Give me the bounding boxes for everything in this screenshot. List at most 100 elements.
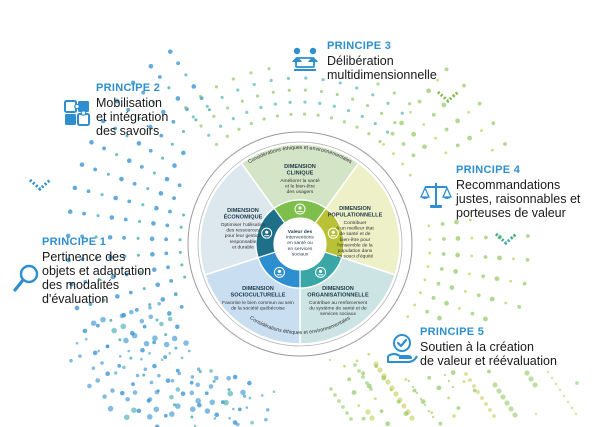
center-line: Valeur des — [288, 229, 313, 235]
decor-dot — [125, 134, 129, 138]
segment-desc: Contribue au renforcement — [309, 300, 368, 306]
hand-check-icon — [387, 334, 418, 363]
decor-dot — [401, 403, 407, 409]
decor-dot — [154, 389, 160, 395]
segment-desc: et durable — [232, 244, 254, 250]
decor-dot — [148, 63, 154, 69]
decor-dot — [148, 314, 154, 320]
decor-dot — [170, 142, 174, 146]
decor-dot — [129, 356, 133, 360]
segment-title: ORGANISATIONNELLE — [307, 292, 369, 298]
decor-dot — [198, 370, 202, 374]
decor-dot — [509, 279, 513, 283]
decor-dot — [108, 254, 113, 260]
decor-dot — [532, 382, 538, 388]
decor-dot — [423, 403, 427, 407]
decor-dot — [110, 274, 116, 280]
decor-dot — [87, 383, 92, 389]
decor-dot — [154, 205, 159, 211]
decor-dot — [393, 391, 399, 397]
decor-dot — [456, 406, 461, 410]
center-line: interventions — [286, 235, 314, 241]
decor-dot — [438, 421, 443, 426]
decor-dot — [195, 382, 201, 388]
decor-dot — [169, 394, 174, 400]
decor-dot — [464, 372, 468, 376]
decor-dot — [141, 90, 146, 95]
decor-dot — [351, 97, 355, 101]
decor-dot — [504, 400, 510, 406]
decor-dot — [377, 367, 383, 373]
decor-dot — [127, 349, 130, 353]
decor-dot — [260, 394, 264, 397]
principle-4-line: porteuses de valeur — [456, 206, 566, 220]
decor-dot — [468, 218, 472, 222]
decor-dot — [303, 88, 307, 92]
decor-dot — [209, 369, 213, 373]
decor-dot — [175, 387, 181, 392]
decor-dot — [151, 221, 156, 226]
decor-dot — [199, 124, 203, 128]
segment-title: ÉCONOMIQUE — [224, 212, 263, 220]
decor-dot — [286, 76, 291, 81]
decor-dot — [167, 316, 173, 322]
decor-dot — [367, 132, 371, 136]
decor-dot — [142, 324, 147, 329]
decor-dot — [89, 139, 94, 145]
decor-dot — [172, 196, 176, 201]
decor-dot — [369, 387, 373, 391]
chevron-decor — [28, 178, 52, 192]
decor-dot — [123, 337, 129, 344]
principle-4: PRINCIPE 4 Recommandations justes, raiso… — [456, 164, 580, 220]
decor-dot — [361, 375, 365, 379]
decor-dot — [102, 146, 106, 151]
decor-dot — [318, 101, 322, 105]
decor-dot — [273, 102, 277, 106]
decor-dot — [455, 236, 461, 241]
decor-dot — [525, 258, 530, 262]
decor-dot — [455, 252, 461, 258]
decor-dot — [109, 318, 113, 322]
decor-dot — [69, 281, 74, 287]
decor-dot — [275, 114, 280, 118]
decor-dot — [408, 173, 412, 177]
decor-dot — [179, 225, 183, 229]
decor-dot — [92, 350, 98, 356]
decor-dot — [245, 406, 249, 409]
decor-dot — [119, 313, 125, 319]
decor-dot — [220, 95, 224, 100]
decor-dot — [171, 119, 176, 124]
decor-dot — [367, 352, 371, 356]
decor-dot — [411, 153, 416, 158]
segment-title: DIMENSION — [242, 286, 274, 292]
decor-dot — [118, 355, 122, 358]
dotted-decoration — [28, 49, 579, 427]
decor-dot — [173, 292, 178, 297]
decor-dot — [72, 185, 78, 191]
decor-dot — [159, 321, 164, 327]
decor-dot — [415, 391, 419, 395]
decor-dot — [82, 328, 88, 334]
decor-dot — [427, 224, 431, 228]
decor-dot — [380, 111, 384, 116]
decor-dot — [194, 118, 198, 122]
decor-dot — [198, 94, 203, 99]
decor-dot — [255, 94, 260, 98]
decor-dot — [431, 112, 436, 117]
decor-dot — [80, 234, 85, 239]
decor-dot — [419, 291, 422, 295]
decor-dot — [174, 346, 178, 350]
decor-dot — [148, 303, 152, 307]
decor-dot — [177, 371, 182, 376]
decor-dot — [130, 80, 136, 86]
decor-dot — [117, 364, 122, 368]
decor-dot — [66, 257, 71, 263]
decor-dot — [225, 134, 229, 138]
decor-dot — [558, 388, 562, 392]
decor-dot — [447, 379, 451, 383]
decor-dot — [168, 351, 172, 355]
principle-5-text: Soutien à la création de valeur et rééva… — [420, 340, 557, 368]
decor-dot — [181, 129, 185, 133]
